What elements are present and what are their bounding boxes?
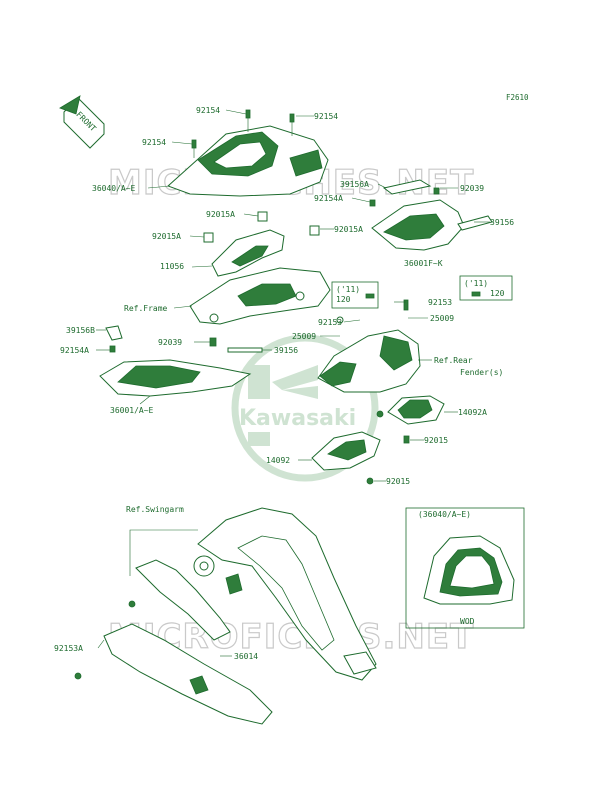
cover-14092 (311, 431, 381, 471)
label-92039-right: 92039 (460, 184, 484, 193)
label-inset-wod: WOD (460, 617, 475, 626)
label-14092A: 14092A (458, 408, 487, 417)
rear-fender-ref-part (317, 299, 421, 393)
label-fenders: Fender(s) (460, 368, 503, 377)
year-box-right (459, 275, 513, 301)
grommet-92039-left (209, 337, 217, 347)
label-120-left: 120 (336, 295, 351, 304)
label-92154-left: 92154 (142, 138, 166, 147)
label-ref-frame: Ref.Frame (124, 304, 168, 313)
label-120-right: 120 (490, 289, 505, 298)
label-92015A-right: 92015A (334, 225, 363, 234)
bolt-swingarm (128, 600, 136, 608)
side-cover-36001 (99, 359, 252, 397)
clip-39156B (105, 325, 123, 341)
label-92153A: 92153A (54, 644, 83, 653)
inset-seat-cover (423, 535, 515, 605)
bolt-92154-top (245, 109, 251, 132)
label-36014: 36014 (234, 652, 258, 661)
front-arrow-icon: FRONT (59, 95, 105, 149)
label-92153-mid: 92153 (318, 318, 342, 327)
label-year-11-right: ('11) (464, 279, 488, 288)
leader-lines (96, 109, 490, 657)
label-year-11-left: ('11) (336, 285, 360, 294)
bolt-92154-right (289, 113, 295, 136)
label-39156A: 39156A (340, 180, 369, 189)
label-92154A-left: 92154A (60, 346, 89, 355)
label-inset-title: (36040/A~E) (418, 510, 471, 519)
trim-39156-mid (227, 347, 263, 353)
label-14092: 14092 (266, 456, 290, 465)
kawasaki-logo: Kawasaki (231, 334, 379, 482)
label-11056: 11056 (160, 262, 184, 271)
grommet-92015A-left (203, 232, 214, 243)
grommet-92015A-top (257, 211, 268, 222)
label-39156-right: 39156 (490, 218, 514, 227)
label-92015-bot: 92015 (386, 477, 410, 486)
logo-text: Kawasaki (239, 406, 356, 431)
label-92154-right: 92154 (314, 112, 338, 121)
label-92039-left: 92039 (158, 338, 182, 347)
label-92153-right: 92153 (428, 298, 452, 307)
diagram-code: F2610 (506, 93, 529, 102)
swingarm-ref-part (193, 507, 377, 681)
trim-39156A (382, 179, 432, 195)
bracket-11056 (211, 229, 285, 277)
label-25009-mid: 25009 (292, 332, 316, 341)
label-39156-mid: 39156 (274, 346, 298, 355)
year-box-left (331, 281, 379, 309)
bolt-92154A-left (109, 345, 116, 353)
label-36001F: 36001F~K (404, 259, 443, 268)
inset-box (405, 507, 525, 629)
bolt-92153A (74, 672, 82, 680)
label-ref-swingarm: Ref.Swingarm (126, 505, 184, 514)
frame-ref-part (189, 267, 331, 325)
label-39156B: 39156B (66, 326, 95, 335)
label-92154-top: 92154 (196, 106, 220, 115)
grommet-92015A-right (309, 225, 320, 236)
label-92015A-top: 92015A (206, 210, 235, 219)
label-25009-right: 25009 (430, 314, 454, 323)
label-92015A-left: 92015A (152, 232, 181, 241)
seat-cover-36040 (167, 125, 329, 197)
label-36001: 36001/A~E (110, 406, 154, 415)
label-92015-mid: 92015 (424, 436, 448, 445)
label-92154A-right: 92154A (314, 194, 343, 203)
grommet-92015-mid (403, 435, 410, 444)
bolt-120-left (365, 293, 375, 299)
grommet-92015-bot (366, 477, 374, 485)
label-ref-rear: Ref.Rear (434, 356, 473, 365)
label-36040: 36040/A~E (92, 184, 136, 193)
chain-guard-36014 (103, 559, 273, 725)
trim-39156-right (457, 215, 493, 231)
bolt-120-right (471, 291, 481, 297)
cover-14092A (376, 395, 445, 425)
swingarm-ref-bracket (129, 529, 198, 576)
bolt-92154-left (191, 139, 197, 158)
